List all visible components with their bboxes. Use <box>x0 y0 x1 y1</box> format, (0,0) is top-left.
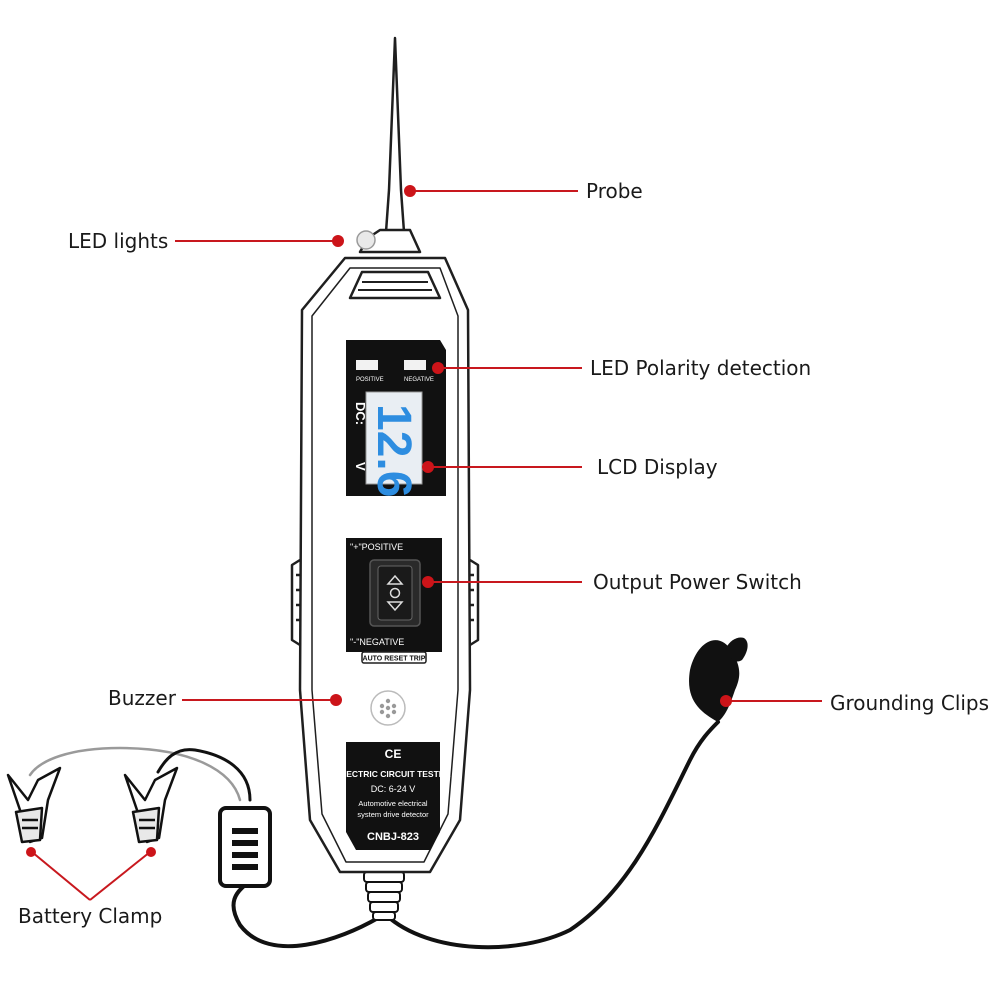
callout-lcd-display: LCD Display <box>597 455 718 479</box>
label-desc-2: system drive detector <box>357 810 429 819</box>
polarity-positive-label: POSITIVE <box>356 377 384 383</box>
leader-battery-right <box>89 851 151 901</box>
battery-wire-black <box>156 748 252 802</box>
label-model: CNBJ-823 <box>367 831 419 843</box>
probe-needle <box>384 36 406 234</box>
battery-clamp-left <box>6 766 62 844</box>
battery-cable <box>231 883 380 949</box>
callout-probe: Probe <box>586 179 643 203</box>
battery-wire-grey <box>28 746 242 802</box>
leader-battery-left <box>31 851 91 901</box>
leader-lines <box>31 190 822 901</box>
dot-led-polarity <box>432 362 444 374</box>
switch-positive-label: "+"POSITIVE <box>350 542 403 552</box>
switch-center-icon <box>389 587 401 599</box>
label-title: ELECTRIC CIRCUIT TESTER <box>335 769 450 779</box>
cable-strain-relief <box>363 871 405 921</box>
switch-up-arrow-icon <box>386 574 404 585</box>
positive-led <box>356 360 378 370</box>
grounding-cable <box>384 720 720 950</box>
buzzer-grille <box>370 690 406 726</box>
lcd-panel: POSITIVE NEGATIVE DC: 12.6 V <box>346 340 446 497</box>
dot-buzzer <box>330 694 342 706</box>
lcd-screen <box>365 391 423 485</box>
callout-grounding-clips: Grounding Clips <box>830 691 990 715</box>
dot-probe <box>404 185 416 197</box>
label-range: DC: 6-24 V <box>371 784 416 794</box>
battery-clamp-right <box>123 766 179 844</box>
dot-lcd <box>422 461 434 473</box>
lcd-value: 12.6 <box>367 404 420 497</box>
callout-output-power-switch: Output Power Switch <box>593 570 802 594</box>
cables <box>28 720 720 950</box>
grounding-clip <box>689 637 748 722</box>
info-label: CE ELECTRIC CIRCUIT TESTER DC: 6-24 V Au… <box>335 742 451 850</box>
dot-battery-left <box>26 847 36 857</box>
label-desc-1: Automotive electrical <box>358 799 428 808</box>
switch-negative-label: "-"NEGATIVE <box>350 637 404 647</box>
callout-led-lights: LED lights <box>68 229 169 253</box>
polarity-negative-label: NEGATIVE <box>404 377 434 383</box>
callout-battery-clamp: Battery Clamp <box>18 904 163 928</box>
auto-reset-badge: AUTO RESET TRIP <box>361 651 427 664</box>
led-light <box>356 230 376 250</box>
battery-plug <box>218 806 272 888</box>
leader-dots <box>26 185 732 857</box>
dot-battery-right <box>146 847 156 857</box>
dot-grounding <box>720 695 732 707</box>
svg-text:AUTO RESET TRIP: AUTO RESET TRIP <box>363 656 426 663</box>
callout-buzzer: Buzzer <box>108 686 176 710</box>
negative-led <box>404 360 426 370</box>
cert-marks: CE <box>385 747 402 761</box>
dot-led-lights <box>332 235 344 247</box>
switch-down-arrow-icon <box>386 601 404 612</box>
switch-panel: "+"POSITIVE "-"NEGATIVE <box>346 538 442 652</box>
lcd-unit: V <box>353 462 368 471</box>
callout-led-polarity: LED Polarity detection <box>590 356 812 380</box>
lcd-prefix: DC: <box>353 402 368 425</box>
dot-switch <box>422 576 434 588</box>
